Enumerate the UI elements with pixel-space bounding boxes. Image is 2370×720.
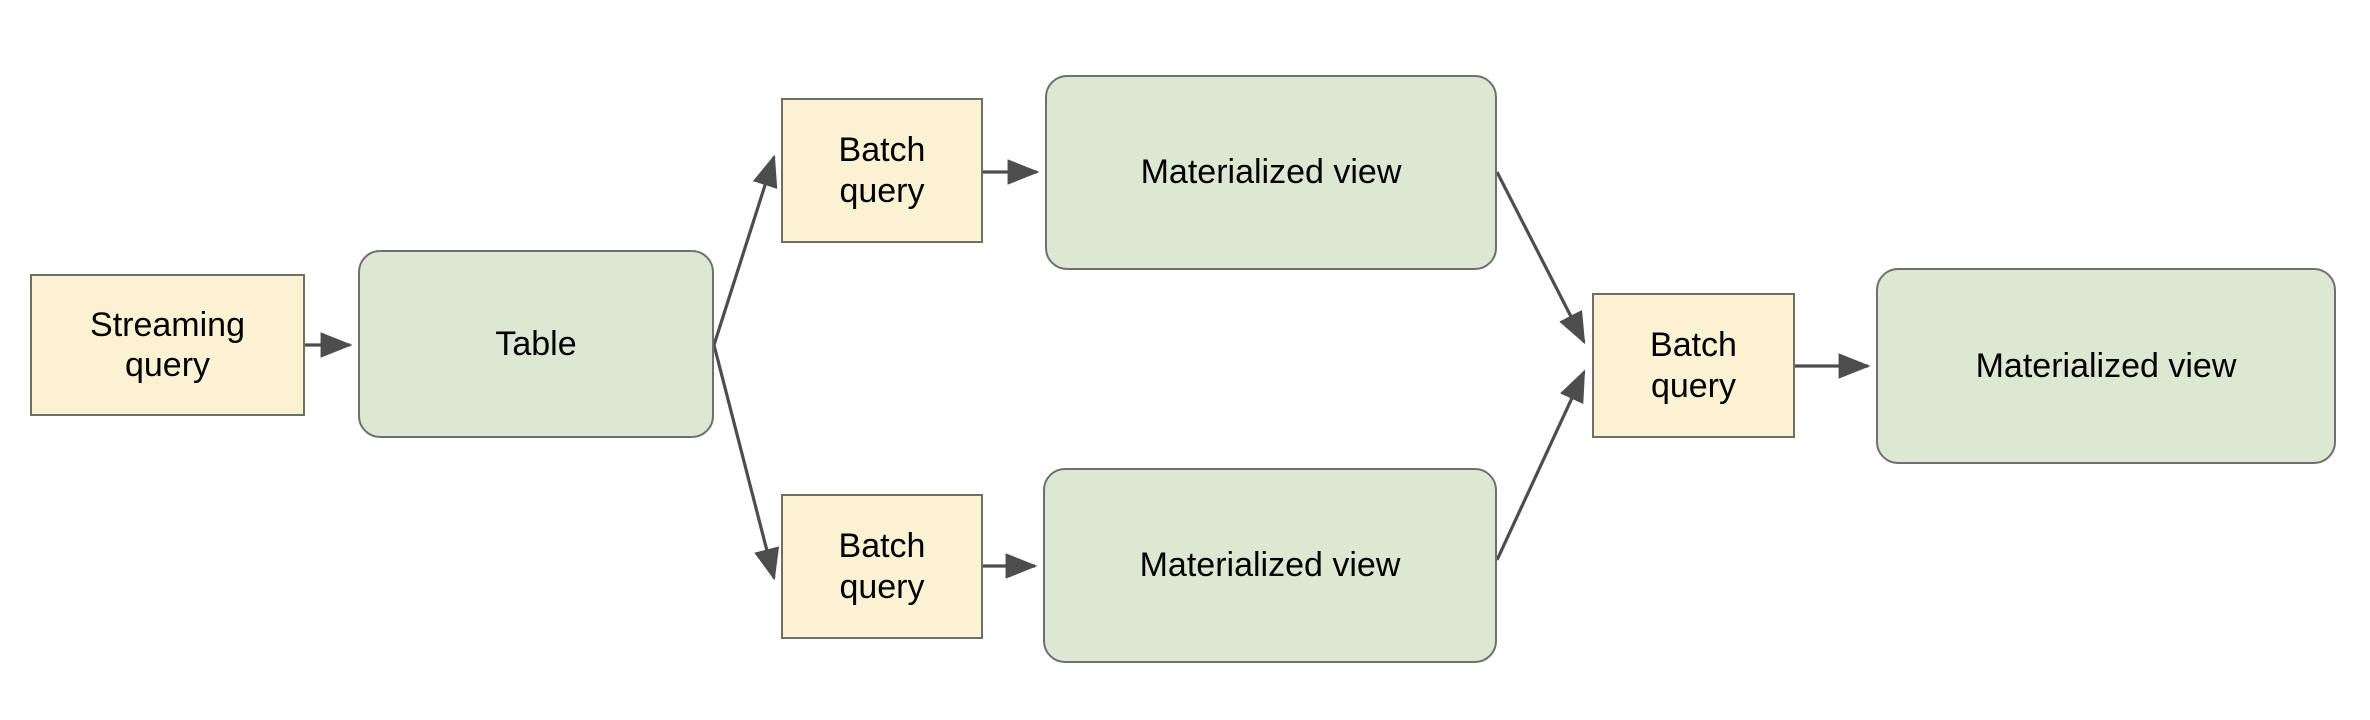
node-label-batch-query-bottom: Batch query [838,527,926,606]
node-streaming-query[interactable]: Streaming query [30,274,305,416]
node-label-materialized-view-bottom: Materialized view [1139,546,1401,585]
edge-table-to-batch-bottom [712,344,780,581]
edge-table-to-batch-top [712,154,778,346]
edge-mv-top-to-batch-join [1495,171,1586,345]
node-label-table: Table [495,324,577,363]
node-materialized-view-bottom[interactable]: Materialized view [1043,468,1497,663]
edge-mv-bottom-to-batch-join [1495,369,1586,561]
node-batch-query-join[interactable]: Batch query [1592,293,1795,438]
node-batch-query-bottom[interactable]: Batch query [781,494,983,639]
node-materialized-view-top[interactable]: Materialized view [1045,75,1497,270]
node-label-materialized-view-top: Materialized view [1140,153,1402,192]
node-table[interactable]: Table [358,250,714,438]
node-batch-query-top[interactable]: Batch query [781,98,983,243]
node-label-materialized-view-final: Materialized view [1975,346,2237,385]
node-materialized-view-final[interactable]: Materialized view [1876,268,2336,464]
node-label-batch-query-top: Batch query [838,131,926,210]
node-label-streaming-query: Streaming query [90,305,245,384]
node-label-batch-query-join: Batch query [1650,326,1737,405]
